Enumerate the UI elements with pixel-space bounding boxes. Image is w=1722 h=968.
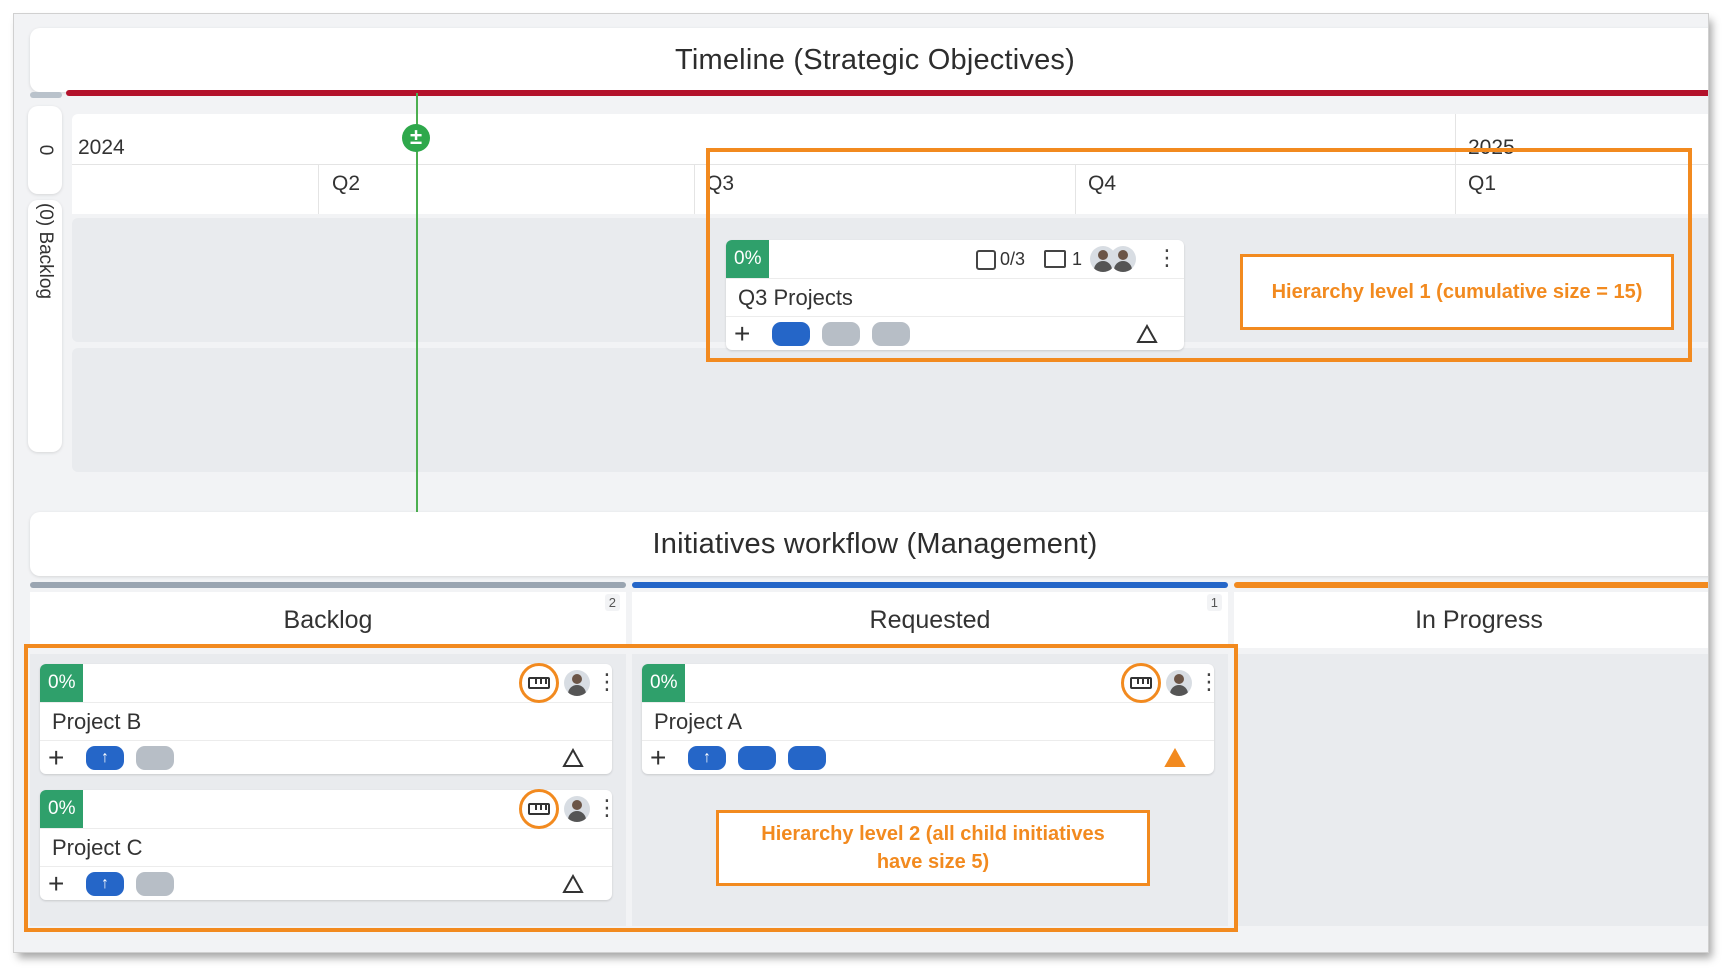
- lane-backlog-label: (0) Backlog: [35, 202, 56, 300]
- today-marker-icon[interactable]: ±: [402, 124, 430, 152]
- card-title: Project C: [52, 835, 143, 860]
- card-title: Project A: [654, 709, 743, 734]
- card-divider: [726, 316, 1184, 317]
- card-divider: [642, 740, 1214, 741]
- year-tick: [1455, 114, 1456, 164]
- warning-icon[interactable]: [562, 748, 584, 768]
- workflow-title: Initiatives workflow (Management): [652, 527, 1098, 560]
- progress-badge: 0%: [40, 790, 84, 828]
- scale-divider: [72, 164, 1708, 165]
- quarter-label-q1: Q1: [1468, 172, 1497, 195]
- tag-pill[interactable]: [788, 746, 826, 770]
- checklist-icon[interactable]: [976, 250, 996, 270]
- card-menu-icon[interactable]: ⋮: [596, 795, 618, 820]
- checklist-count: 0/3: [1000, 249, 1026, 269]
- timeline-title: Timeline (Strategic Objectives): [675, 43, 1075, 76]
- year-label-2024: 2024: [78, 136, 125, 159]
- avatar[interactable]: [564, 796, 590, 822]
- avatar[interactable]: [564, 670, 590, 696]
- card-divider: [642, 702, 1214, 703]
- quarter-tick: [694, 164, 695, 214]
- card-divider: [726, 278, 1184, 279]
- annotation-note-level1: Hierarchy level 1 (cumulative size = 15): [1240, 254, 1674, 330]
- tag-pill[interactable]: [738, 746, 776, 770]
- column-count-badge: 2: [604, 594, 620, 611]
- add-child-icon[interactable]: +: [48, 742, 65, 773]
- column-title-requested: Requested: [869, 605, 991, 634]
- column-count-badge: 1: [1206, 594, 1222, 611]
- column-header-requested[interactable]: Requested 1: [632, 592, 1228, 648]
- card-menu-icon[interactable]: ⋮: [596, 669, 618, 694]
- warning-icon[interactable]: [1136, 324, 1158, 344]
- column-title-in-progress: In Progress: [1415, 605, 1543, 634]
- card-title: Q3 Projects: [738, 285, 853, 310]
- time-scale: 2024 2025 Q2 Q3 Q4 Q1: [72, 114, 1708, 214]
- comment-icon[interactable]: [1044, 250, 1066, 268]
- progress-badge: 0%: [642, 664, 686, 702]
- app-frame: Timeline (Strategic Objectives) 0 (0) Ba…: [14, 14, 1708, 952]
- quarter-label-q3: Q3: [706, 172, 735, 195]
- card-divider: [40, 828, 612, 829]
- card-divider: [40, 866, 612, 867]
- lane-zero-label: 0: [35, 144, 56, 156]
- column-body-in-progress[interactable]: [1234, 654, 1708, 926]
- year-label-2025: 2025: [1468, 136, 1515, 159]
- highlight-ring: [519, 789, 559, 829]
- avatar[interactable]: [1166, 670, 1192, 696]
- tag-pill[interactable]: [136, 872, 174, 896]
- tag-pill[interactable]: [872, 322, 910, 346]
- comment-count: 1: [1072, 249, 1083, 269]
- timeline-header: Timeline (Strategic Objectives): [30, 28, 1708, 92]
- add-child-icon[interactable]: +: [734, 318, 751, 349]
- priority-pill[interactable]: ↑: [688, 746, 726, 770]
- quarter-tick: [1075, 164, 1076, 214]
- lane-handle-backlog[interactable]: (0) Backlog: [28, 200, 62, 452]
- annotation-box-level2: [24, 644, 1238, 932]
- in-progress-color-bar: [1234, 582, 1708, 588]
- column-header-backlog[interactable]: Backlog 2: [30, 592, 626, 648]
- card-divider: [40, 740, 612, 741]
- tag-pill[interactable]: [772, 322, 810, 346]
- highlight-ring: [519, 663, 559, 703]
- highlight-ring: [1121, 663, 1161, 703]
- card-q3-projects[interactable]: 0% 0/3 1 ⋮ Q3 Projects +: [726, 240, 1184, 350]
- add-child-icon[interactable]: +: [650, 742, 667, 773]
- card-menu-icon[interactable]: ⋮: [1198, 669, 1220, 694]
- tag-pill[interactable]: [822, 322, 860, 346]
- card-project-b[interactable]: 0% ⋮ Project B + ↑: [40, 663, 618, 774]
- progress-badge: 0%: [40, 664, 84, 702]
- requested-color-bar: [632, 582, 1228, 588]
- timeline-lane-bar-left: [30, 92, 62, 98]
- warning-icon[interactable]: [1164, 748, 1186, 768]
- progress-badge: 0%: [726, 240, 770, 278]
- card-title: Project B: [52, 709, 142, 734]
- priority-pill[interactable]: ↑: [86, 872, 124, 896]
- tag-pill[interactable]: [136, 746, 174, 770]
- priority-pill[interactable]: ↑: [86, 746, 124, 770]
- add-child-icon[interactable]: +: [48, 868, 65, 899]
- card-project-a[interactable]: 0% ⋮ Project A + ↑: [642, 663, 1220, 774]
- card-menu-icon[interactable]: ⋮: [1156, 245, 1178, 270]
- quarter-tick: [318, 164, 319, 214]
- annotation-note-level2-line1: Hierarchy level 2 (all child initiatives: [761, 823, 1105, 845]
- backlog-color-bar: [30, 582, 626, 588]
- quarter-label-q4: Q4: [1088, 172, 1117, 195]
- today-line: [416, 93, 418, 513]
- card-project-c[interactable]: 0% ⋮ Project C + ↑: [40, 789, 618, 900]
- column-title-backlog: Backlog: [283, 605, 373, 634]
- quarter-label-q2: Q2: [332, 172, 361, 195]
- avatar[interactable]: [1110, 246, 1136, 272]
- warning-icon[interactable]: [562, 874, 584, 894]
- annotation-note-level2: Hierarchy level 2 (all child initiatives…: [716, 810, 1150, 886]
- workflow-header: Initiatives workflow (Management): [30, 512, 1708, 576]
- quarter-tick: [1455, 164, 1456, 214]
- timeline-color-bar: [66, 90, 1708, 96]
- annotation-box-level1: [706, 148, 1692, 362]
- annotation-note-level2-line2: have size 5): [876, 851, 990, 873]
- card-divider: [40, 702, 612, 703]
- column-header-in-progress[interactable]: In Progress: [1234, 592, 1708, 648]
- timeline-lane-row-2[interactable]: [72, 348, 1708, 472]
- lane-handle-zero[interactable]: 0: [28, 106, 62, 194]
